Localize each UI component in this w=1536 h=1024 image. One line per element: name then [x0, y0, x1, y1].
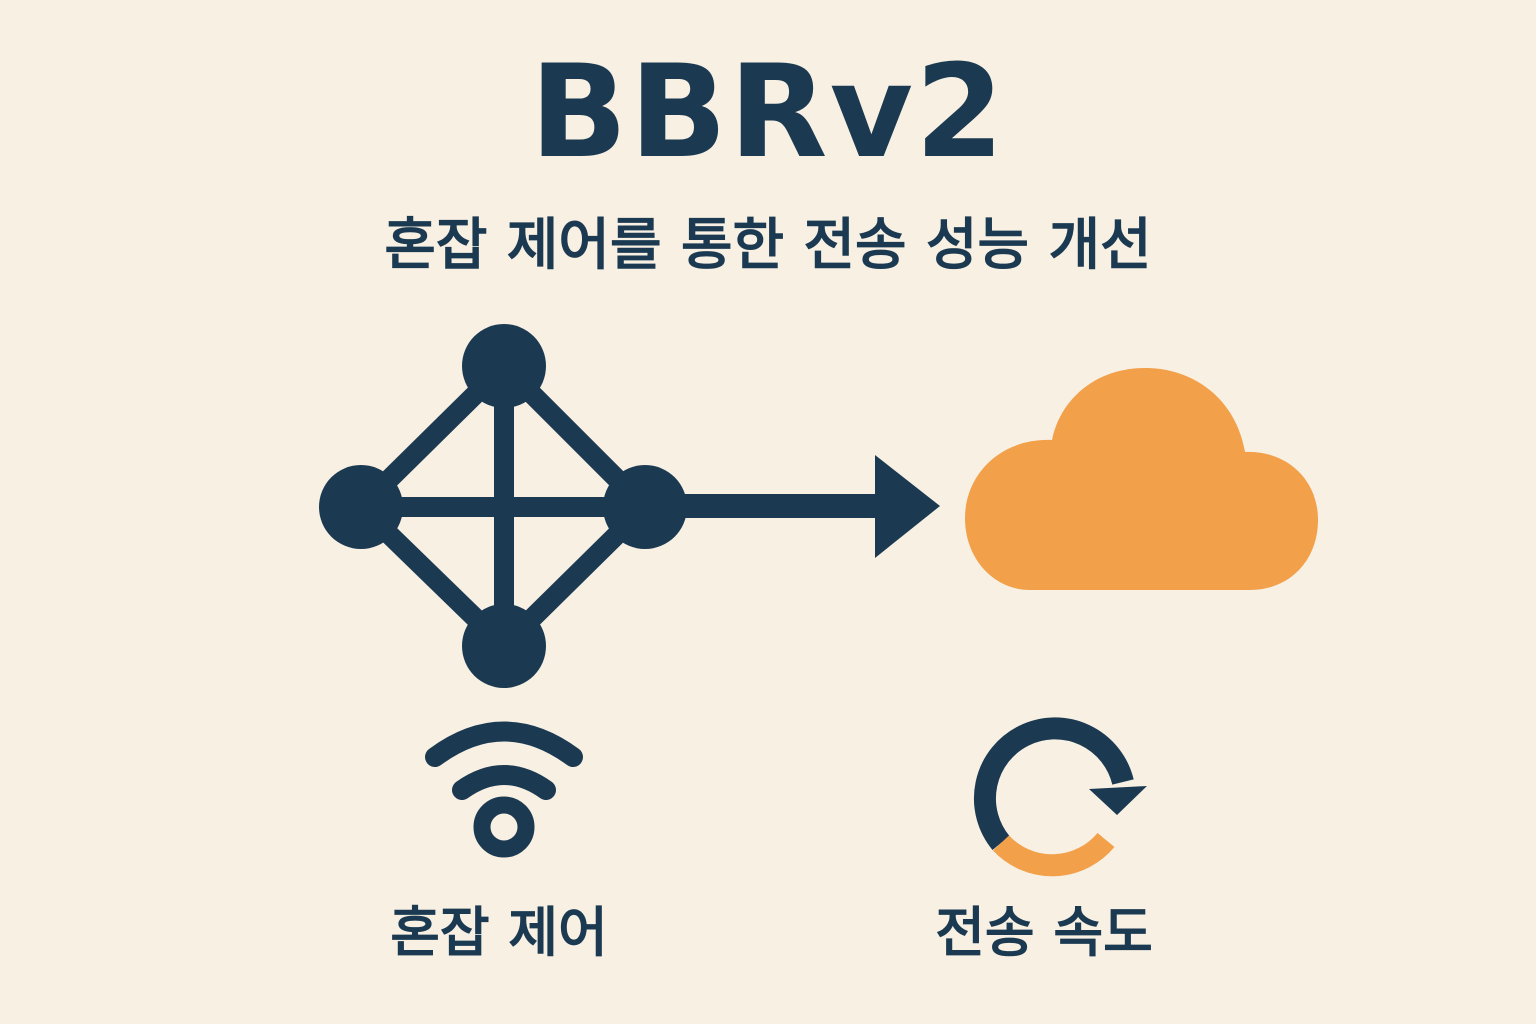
signal-dot: [473, 796, 535, 858]
page-title: BBRv2: [529, 38, 1007, 187]
node-left: [319, 465, 403, 549]
arrow-right-icon: [680, 455, 940, 558]
arrow-shaft: [680, 494, 885, 518]
node-right: [603, 465, 687, 549]
wifi-signal-icon: [425, 721, 583, 858]
label-transfer-speed: 전송 속도: [935, 901, 1153, 964]
node-top: [462, 324, 546, 408]
refresh-arrowhead: [1089, 786, 1147, 815]
page-subtitle: 혼잡 제어를 통한 전송 성능 개선: [384, 213, 1152, 278]
signal-arc-outer: [425, 721, 583, 767]
signal-arc-inner: [452, 765, 556, 800]
label-congestion-control: 혼잡 제어: [390, 901, 608, 964]
refresh-arc-navy: [973, 717, 1134, 850]
network-edges: [351, 356, 655, 656]
refresh-cycle-icon: [973, 717, 1147, 877]
arrow-head: [875, 455, 940, 558]
refresh-arc-orange: [992, 832, 1115, 877]
cloud-icon: [965, 368, 1318, 590]
network-graph-icon: [319, 324, 687, 688]
node-bottom: [462, 604, 546, 688]
